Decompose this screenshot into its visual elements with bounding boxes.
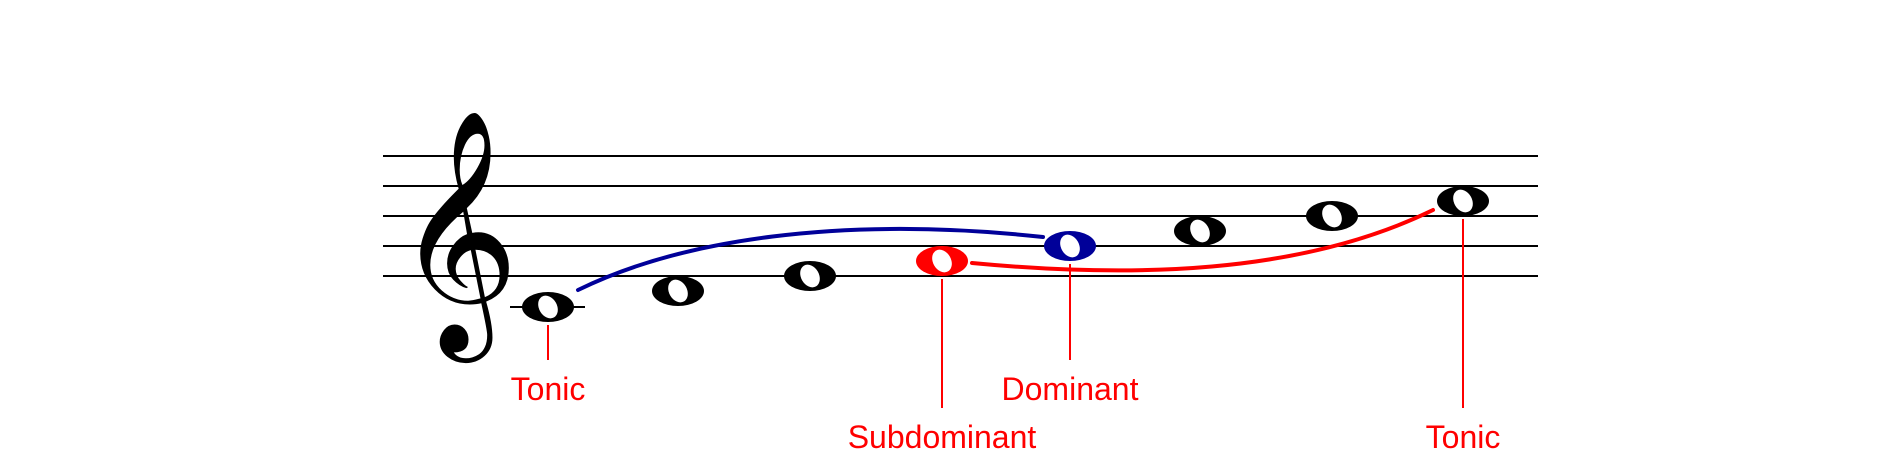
label-tonic-start: Tonic	[511, 371, 586, 407]
note-e4	[784, 261, 836, 291]
subdominant-arc	[970, 208, 1435, 273]
note-g4-dominant	[1044, 231, 1096, 261]
staff	[383, 155, 1538, 277]
treble-clef-icon: 𝄞	[395, 107, 519, 363]
note-d4	[652, 276, 704, 306]
note-c5	[1437, 186, 1489, 216]
label-dominant: Dominant	[1002, 371, 1139, 407]
note-a4	[1174, 216, 1226, 246]
note-b4	[1306, 201, 1358, 231]
leader-lines	[547, 219, 1464, 408]
note-f4-subdominant	[916, 246, 968, 276]
label-subdominant: Subdominant	[848, 419, 1037, 455]
label-tonic-end: Tonic	[1426, 419, 1501, 455]
dominant-arc	[576, 227, 1045, 292]
note-c4	[522, 292, 574, 322]
